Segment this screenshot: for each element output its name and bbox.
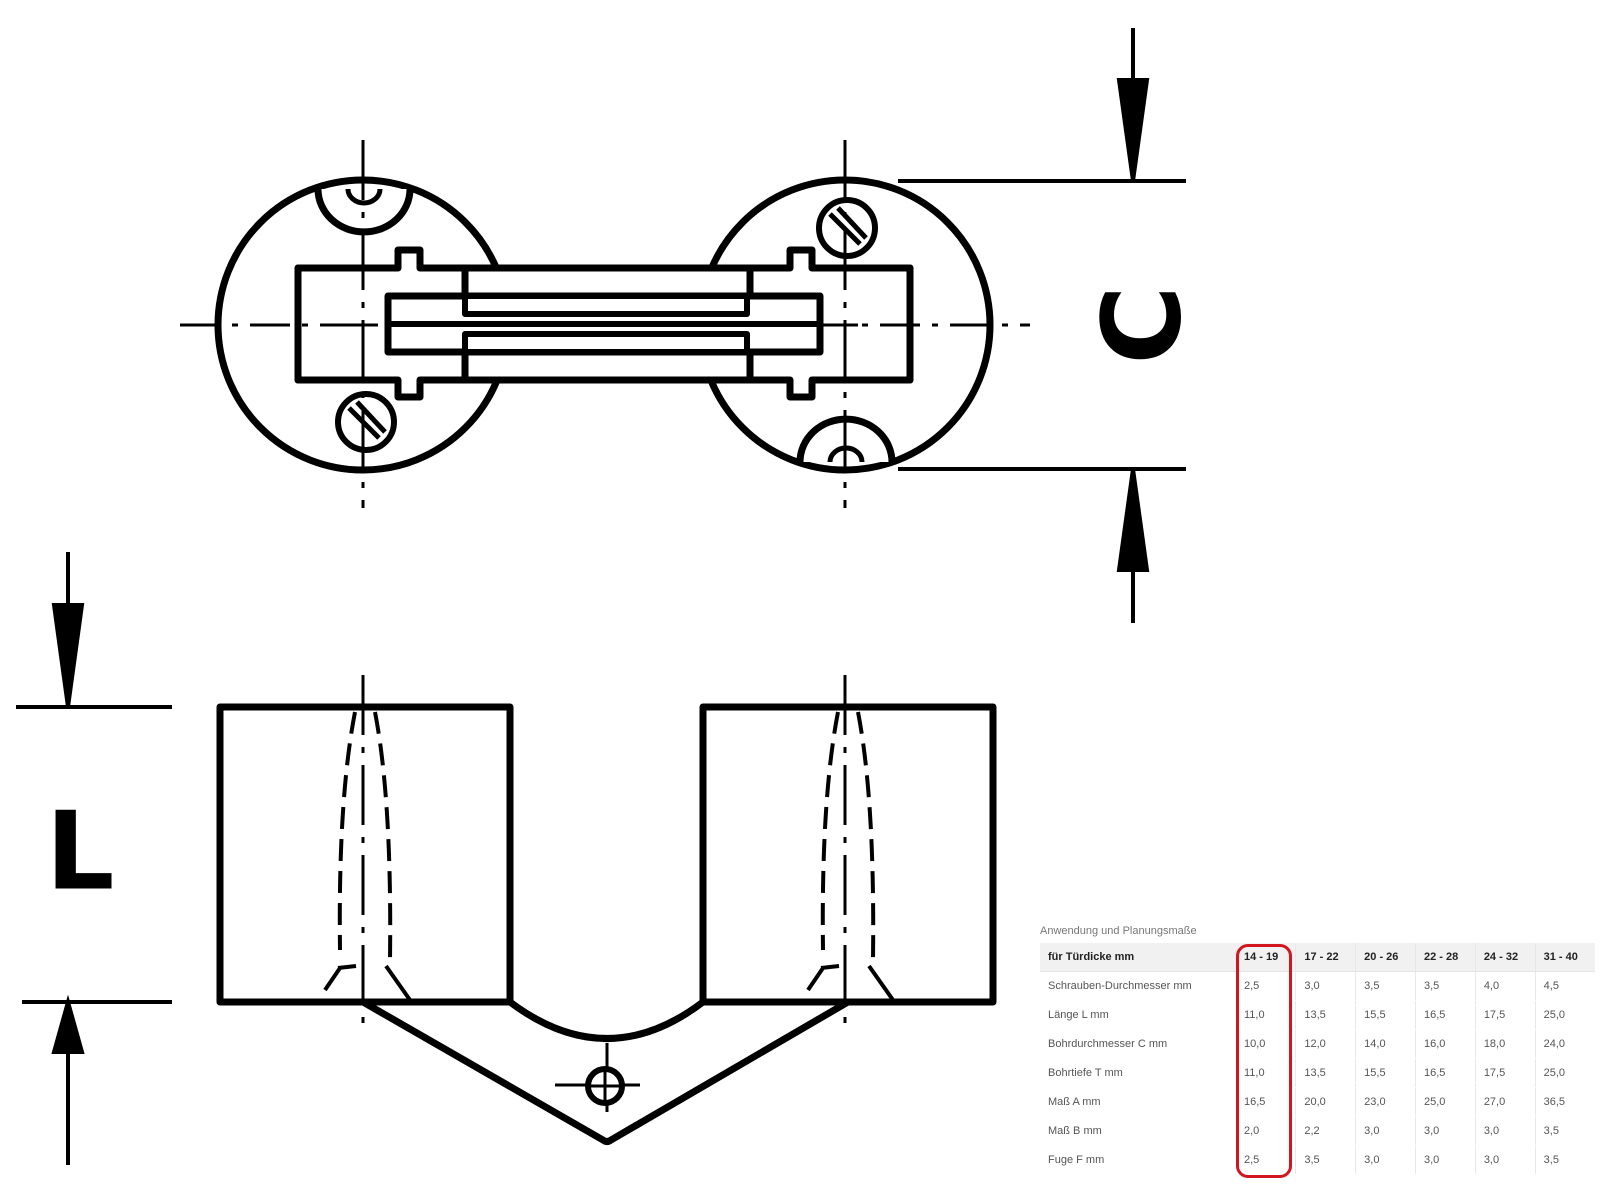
- table-cell: 10,0: [1236, 1029, 1296, 1059]
- table-cell: 2,5: [1236, 1145, 1296, 1175]
- arrow-up-l: [51, 994, 85, 1054]
- table-row: Fuge F mm 2,5 3,5 3,0 3,0 3,0 3,5: [1040, 1145, 1595, 1175]
- table-cell: 16,5: [1414, 1000, 1476, 1030]
- table-cell: 11,0: [1236, 1000, 1296, 1030]
- table-cell: 15,5: [1355, 1000, 1416, 1030]
- column-header: 17 - 22: [1295, 943, 1356, 972]
- table-cell: 18,0: [1474, 1029, 1536, 1059]
- table-row: Bohrtiefe T mm 11,0 13,5 15,5 16,5 17,5 …: [1040, 1058, 1595, 1088]
- header-door-thickness: für Türdicke mm: [1040, 943, 1236, 972]
- row-label: Maß A mm: [1040, 1087, 1236, 1117]
- top-view-center-lines: [180, 140, 1030, 508]
- table-cell: 2,5: [1236, 971, 1296, 1001]
- table-row: Maß B mm 2,0 2,2 3,0 3,0 3,0 3,5: [1040, 1116, 1595, 1146]
- row-label: Länge L mm: [1040, 1000, 1236, 1030]
- table-cell: 14,0: [1355, 1029, 1416, 1059]
- table-cell: 3,5: [1534, 1116, 1595, 1146]
- table-cell: 12,0: [1295, 1029, 1356, 1059]
- side-view: [216, 703, 997, 1145]
- table-cell: 2,2: [1295, 1116, 1356, 1146]
- dimension-c: [898, 28, 1186, 623]
- table-cell: 3,5: [1414, 971, 1476, 1001]
- column-header: 22 - 28: [1414, 943, 1476, 972]
- left-housing: [294, 246, 469, 401]
- table-cell: 3,5: [1534, 1145, 1595, 1175]
- table-row: Schrauben-Durchmesser mm 2,5 3,0 3,5 3,5…: [1040, 971, 1595, 1001]
- arrow-up-c: [1116, 468, 1150, 572]
- row-label: Fuge F mm: [1040, 1145, 1236, 1175]
- table-cell: 23,0: [1355, 1087, 1416, 1117]
- table-cell: 3,0: [1474, 1116, 1536, 1146]
- table-cell: 17,5: [1474, 1000, 1536, 1030]
- table-cell: 15,5: [1355, 1058, 1416, 1088]
- table-cell: 2,0: [1236, 1116, 1296, 1146]
- screw-bottom-left: [335, 391, 397, 453]
- table-cell: 36,5: [1534, 1087, 1595, 1117]
- column-header: 14 - 19: [1236, 943, 1296, 972]
- v-link: [361, 998, 850, 1145]
- left-block: [216, 703, 514, 1006]
- table-cell: 27,0: [1474, 1087, 1536, 1117]
- table-cell: 4,5: [1534, 971, 1595, 1001]
- table-cell: 25,0: [1534, 1058, 1595, 1088]
- arrow-down-c: [1116, 78, 1150, 182]
- planning-dimensions-table: Anwendung und Planungsmaße für Türdicke …: [1040, 925, 1595, 1175]
- row-label: Schrauben-Durchmesser mm: [1040, 971, 1236, 1001]
- table-cell: 11,0: [1236, 1058, 1296, 1088]
- table-cell: 25,0: [1534, 1000, 1595, 1030]
- screw-top-right: [816, 197, 878, 259]
- row-label: Bohrdurchmesser C mm: [1040, 1029, 1236, 1059]
- table-cell: 3,0: [1414, 1116, 1476, 1146]
- table-cell: 3,0: [1414, 1145, 1476, 1175]
- table-cell: 4,0: [1474, 971, 1536, 1001]
- table-cell: 24,0: [1534, 1029, 1595, 1059]
- table-cell: 25,0: [1414, 1087, 1476, 1117]
- row-label: Maß B mm: [1040, 1116, 1236, 1146]
- row-label: Bohrtiefe T mm: [1040, 1058, 1236, 1088]
- drill-holes: [323, 711, 895, 1002]
- table-cell: 20,0: [1295, 1087, 1356, 1117]
- dimension-letter-c: C: [1081, 285, 1206, 364]
- table-cell: 16,5: [1414, 1058, 1476, 1088]
- table-caption: Anwendung und Planungsmaße: [1040, 925, 1197, 937]
- table-cell: 3,0: [1295, 971, 1356, 1001]
- table-row: Länge L mm 11,0 13,5 15,5 16,5 17,5 25,0: [1040, 1000, 1595, 1030]
- table-row: Bohrdurchmesser C mm 10,0 12,0 14,0 16,0…: [1040, 1029, 1595, 1059]
- table-cell: 3,0: [1474, 1145, 1536, 1175]
- column-header: 24 - 32: [1474, 943, 1536, 972]
- column-header: 31 - 40: [1534, 943, 1595, 972]
- table-cell: 16,0: [1414, 1029, 1476, 1059]
- dimension-letter-l: L: [46, 790, 115, 915]
- table-row: Maß A mm 16,5 20,0 23,0 25,0 27,0 36,5: [1040, 1087, 1595, 1117]
- table-cell: 17,5: [1474, 1058, 1536, 1088]
- right-block: [699, 703, 997, 1006]
- table-cell: 3,0: [1355, 1116, 1416, 1146]
- table-cell: 3,0: [1355, 1145, 1416, 1175]
- table-cell: 3,5: [1295, 1145, 1356, 1175]
- table-cell: 3,5: [1355, 971, 1416, 1001]
- arrow-down-l: [51, 603, 85, 708]
- dimension-l: [16, 552, 172, 1165]
- table-cell: 13,5: [1295, 1058, 1356, 1088]
- column-header: 20 - 26: [1355, 943, 1416, 972]
- table-cell: 13,5: [1295, 1000, 1356, 1030]
- table-header-row: für Türdicke mm 14 - 19 17 - 22 20 - 26 …: [1040, 943, 1595, 972]
- arc-cutout: [507, 999, 706, 1042]
- table-cell: 16,5: [1236, 1087, 1296, 1117]
